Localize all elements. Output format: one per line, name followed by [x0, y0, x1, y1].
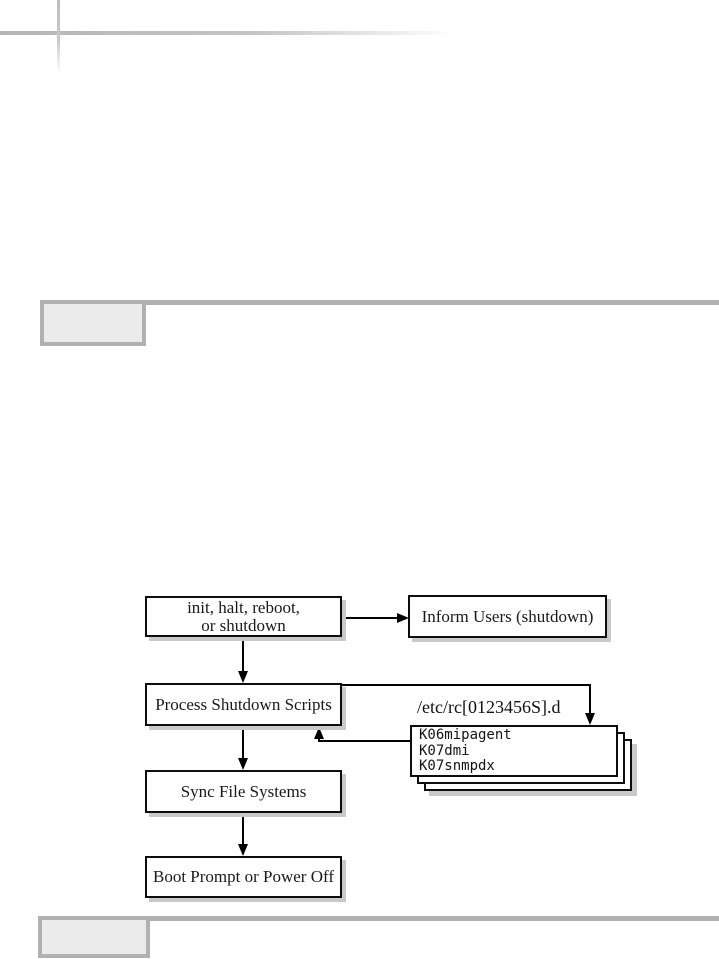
header-vertical-rule: [57, 0, 60, 73]
node-inform-users: Inform Users (shutdown): [408, 595, 607, 638]
edge-stack-to-process: [314, 727, 410, 742]
edge-start-to-process: [238, 637, 248, 683]
script-entry: K07snmpdx: [419, 758, 495, 774]
node-init-halt-reboot-shutdown: init, halt, reboot, or shutdown: [145, 596, 342, 637]
edge-start-to-inform: [342, 613, 409, 623]
node-label: Inform Users (shutdown): [421, 606, 594, 626]
script-sheet-front: K06mipagent K07dmi K07snmpdx: [410, 725, 618, 777]
index-tab-bottom: [38, 916, 150, 958]
header-horizontal-rule: [0, 31, 458, 35]
rc-directory-label: /etc/rc[0123456S].d: [417, 697, 561, 717]
node-sync-file-systems: Sync File Systems: [145, 770, 342, 813]
node-label: Boot Prompt or Power Off: [152, 867, 334, 886]
edge-sync-to-boot: [238, 814, 248, 856]
node-label: Sync File Systems: [180, 781, 307, 801]
edge-process-to-sync: [238, 727, 248, 770]
index-tab-top: [40, 300, 146, 346]
section-divider-bottom: [38, 916, 719, 921]
script-entry: K07dmi: [419, 742, 470, 759]
section-divider-top: [40, 300, 719, 305]
node-process-shutdown-scripts: Process Shutdown Scripts: [145, 683, 342, 726]
node-label: Process Shutdown Scripts: [155, 694, 332, 714]
script-entry: K06mipagent: [419, 727, 512, 743]
node-label-line2: or shutdown: [201, 615, 286, 635]
node-label-line1: init, halt, reboot,: [187, 597, 300, 617]
node-boot-prompt-power-off: Boot Prompt or Power Off: [145, 856, 342, 898]
